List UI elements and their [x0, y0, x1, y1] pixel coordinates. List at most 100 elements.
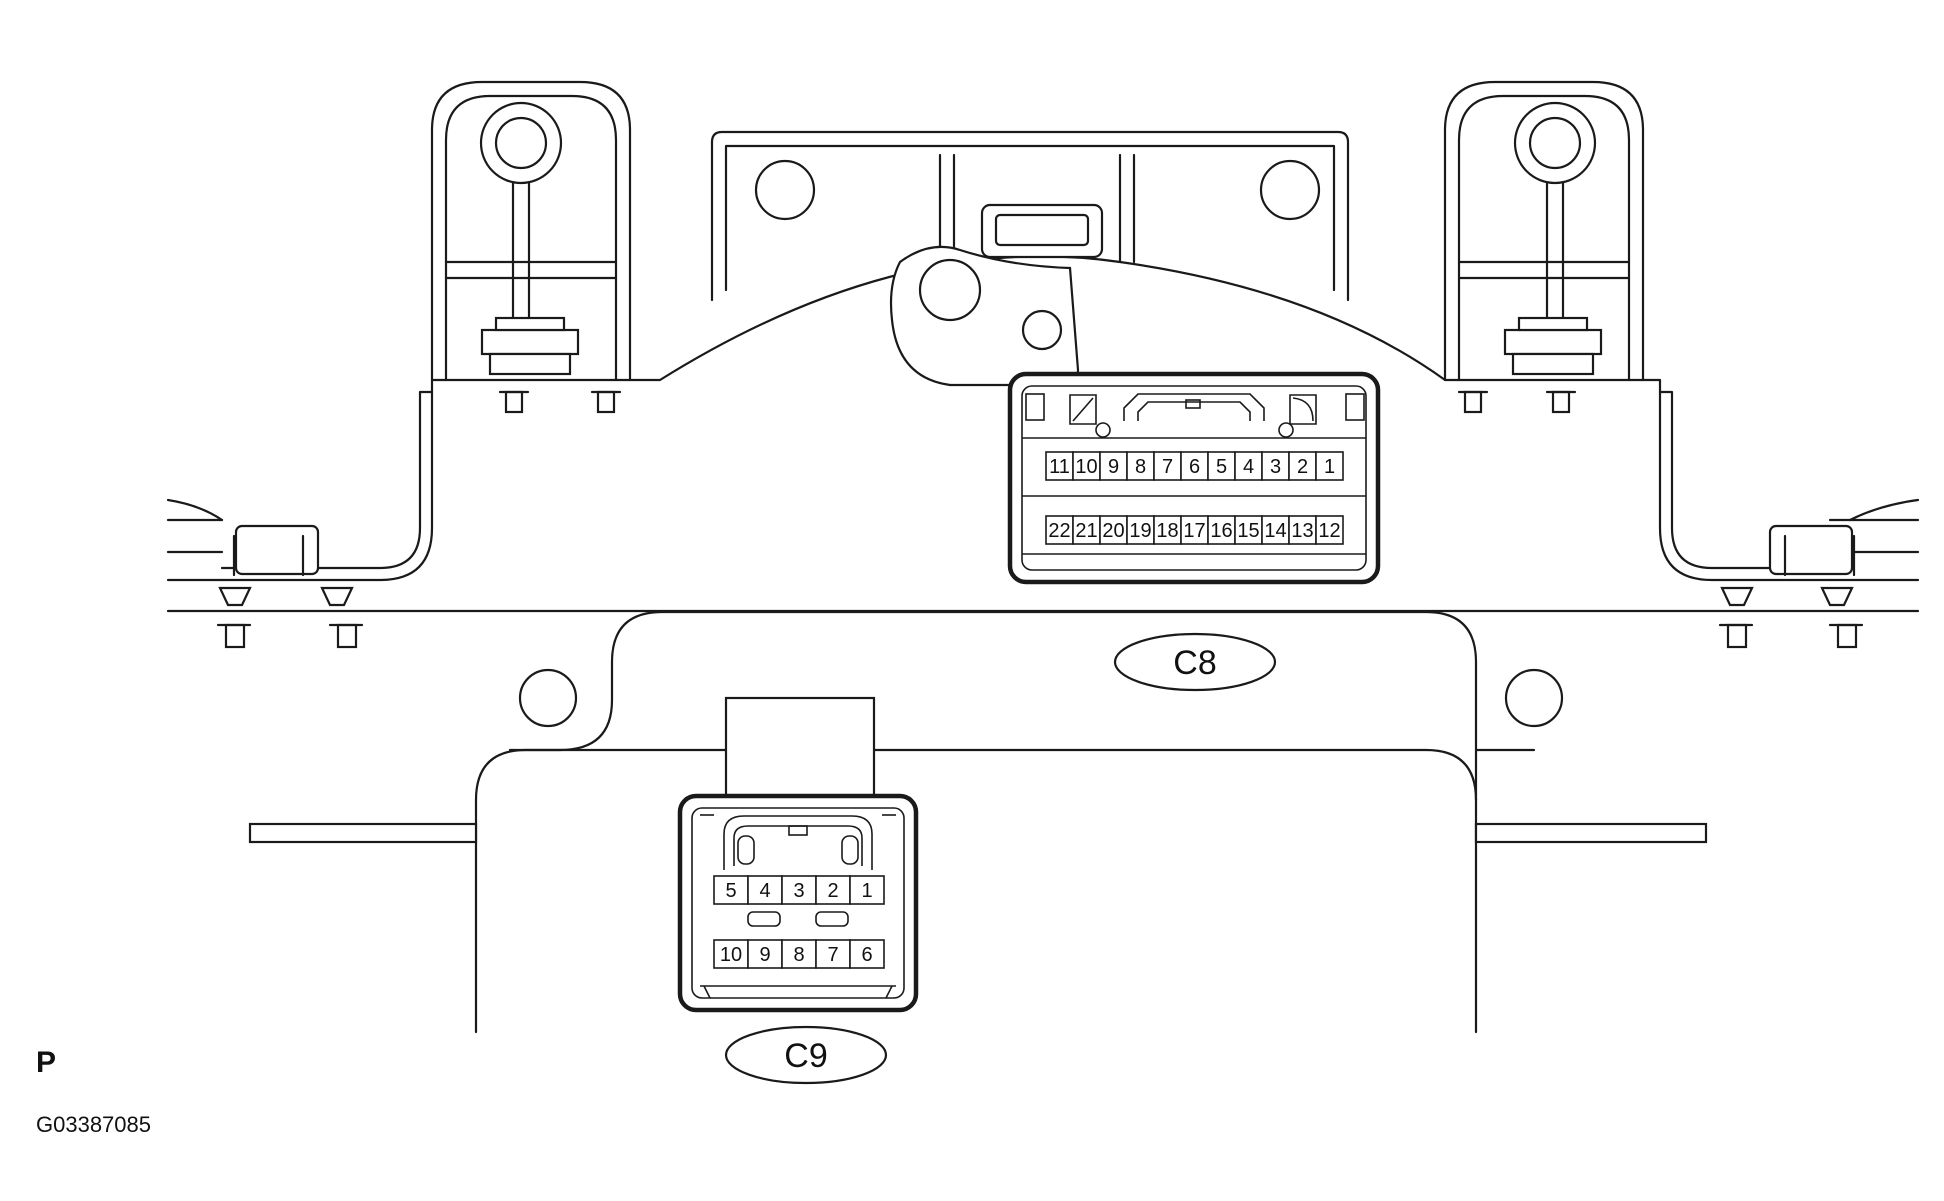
c8-pin-8: 8	[1126, 451, 1155, 481]
right-mounting-ear	[1443, 80, 1645, 414]
c8-pin-number: 6	[1189, 456, 1200, 478]
c9-pin-7: 7	[815, 939, 851, 969]
c8-pin-cell	[1207, 451, 1236, 481]
c8-pin-number: 14	[1264, 520, 1286, 542]
c8-pin-6: 6	[1180, 451, 1209, 481]
c8-pin-number: 20	[1102, 520, 1124, 542]
c8-pin-number: 9	[1108, 456, 1119, 478]
c8-pin-number: 12	[1318, 520, 1340, 542]
c8-pin-cell	[1153, 515, 1182, 545]
c9-pin-cell	[747, 875, 783, 905]
corner-letter: P	[36, 1046, 57, 1079]
c8-pin-number: 8	[1135, 456, 1146, 478]
c9-pin-6: 6	[849, 939, 885, 969]
c8-pin-number: 15	[1237, 520, 1259, 542]
c8-pin-number: 13	[1291, 520, 1313, 542]
c8-pin-cell	[1153, 451, 1182, 481]
c8-pin-cell	[1072, 451, 1101, 481]
c8-pin-number: 7	[1162, 456, 1173, 478]
c9-pin-cell	[713, 939, 749, 969]
c8-pin-13: 13	[1288, 515, 1317, 545]
c8-pin-number: 16	[1210, 520, 1232, 542]
c9-pin-9: 9	[747, 939, 783, 969]
c8-pin-22: 22	[1045, 515, 1074, 545]
c9-label-callout: C9	[724, 1025, 888, 1085]
right-side-clip	[1718, 524, 1864, 649]
c9-pin-3: 3	[781, 875, 817, 905]
c9-pin-row-top: 5 4 3 2 1	[713, 875, 885, 905]
c8-pin-cell	[1315, 451, 1344, 481]
figure-code: G03387085	[36, 1112, 151, 1137]
c8-pin-3: 3	[1261, 451, 1290, 481]
c9-pin-number: 5	[725, 880, 736, 902]
c8-pin-12: 12	[1315, 515, 1344, 545]
c9-pin-number: 1	[861, 880, 872, 902]
c9-pin-number: 3	[793, 880, 804, 902]
c9-pin-cell	[781, 939, 817, 969]
c9-pin-number: 4	[759, 880, 770, 902]
c9-pin-number: 8	[793, 944, 804, 966]
c9-pin-4: 4	[747, 875, 783, 905]
c9-pin-number: 7	[827, 944, 838, 966]
c9-pin-number: 10	[720, 944, 742, 966]
c9-pin-cell	[713, 875, 749, 905]
c9-pin-cell	[849, 939, 885, 969]
top-center-bracket	[710, 130, 1350, 387]
left-side-clip	[216, 524, 364, 649]
c9-pin-1: 1	[849, 875, 885, 905]
c9-pin-row-bottom: 10 9 8 7 6	[713, 939, 885, 969]
c8-pin-number: 5	[1216, 456, 1227, 478]
c8-pin-7: 7	[1153, 451, 1182, 481]
c8-pin-17: 17	[1180, 515, 1209, 545]
left-mounting-ear	[430, 80, 632, 414]
c8-pin-2: 2	[1288, 451, 1317, 481]
c8-pin-cell	[1045, 515, 1074, 545]
c8-pin-number: 2	[1297, 456, 1308, 478]
c9-pin-2: 2	[815, 875, 851, 905]
c8-pin-cell	[1288, 515, 1317, 545]
c9-pin-8: 8	[781, 939, 817, 969]
c8-pin-number: 22	[1048, 520, 1070, 542]
c8-pin-number: 21	[1075, 520, 1097, 542]
c9-label: C9	[784, 1037, 827, 1075]
c8-pin-15: 15	[1234, 515, 1263, 545]
c8-pin-number: 10	[1075, 456, 1097, 478]
c9-pin-number: 2	[827, 880, 838, 902]
c9-pin-cell	[849, 875, 885, 905]
c8-pin-cell	[1315, 515, 1344, 545]
c8-pin-number: 4	[1243, 456, 1254, 478]
c8-pin-number: 18	[1156, 520, 1178, 542]
c8-pin-11: 11	[1045, 451, 1074, 481]
c8-pin-14: 14	[1261, 515, 1290, 545]
c9-pin-5: 5	[713, 875, 749, 905]
c8-pin-19: 19	[1126, 515, 1155, 545]
c8-pin-number: 17	[1183, 520, 1205, 542]
connector-c9: 5 4 3 2 1 10 9 8 7 6	[677, 793, 919, 1013]
c8-label-callout: C8	[1113, 632, 1277, 692]
c8-pin-18: 18	[1153, 515, 1182, 545]
c8-pin-cell	[1126, 515, 1155, 545]
lower-body	[248, 610, 1708, 1034]
c9-pin-number: 9	[759, 944, 770, 966]
c8-pin-16: 16	[1207, 515, 1236, 545]
c8-pin-4: 4	[1234, 451, 1263, 481]
c8-pin-number: 19	[1129, 520, 1151, 542]
c9-pin-10: 10	[713, 939, 749, 969]
c8-pin-cell	[1099, 515, 1128, 545]
c8-pin-9: 9	[1099, 451, 1128, 481]
c8-pin-21: 21	[1072, 515, 1101, 545]
c8-pin-number: 3	[1270, 456, 1281, 478]
c8-pin-10: 10	[1072, 451, 1101, 481]
c8-pin-cell	[1234, 515, 1263, 545]
c8-pin-5: 5	[1207, 451, 1236, 481]
c9-pin-number: 6	[861, 944, 872, 966]
c8-pin-number: 1	[1324, 456, 1335, 478]
c8-pin-20: 20	[1099, 515, 1128, 545]
c8-pin-number: 11	[1049, 456, 1070, 478]
c8-label: C8	[1173, 644, 1216, 682]
c8-pin-1: 1	[1315, 451, 1344, 481]
